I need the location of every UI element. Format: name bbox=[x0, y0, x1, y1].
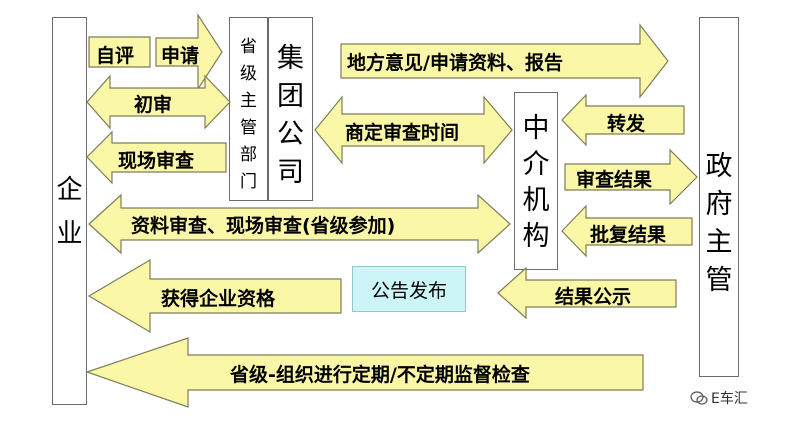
enterprise-box: 企 业 bbox=[52, 17, 87, 405]
apply-label: 申请 bbox=[161, 45, 200, 67]
self-eval-arrow bbox=[88, 36, 151, 68]
watermark: E车汇 bbox=[690, 388, 748, 408]
approval-result-label: 批复结果 bbox=[590, 224, 667, 246]
enterprise-label: 企 业 bbox=[56, 175, 83, 249]
apply-arrow bbox=[155, 12, 223, 92]
government-label: 政 府 主 管 bbox=[705, 151, 733, 296]
negotiate-time-arrow bbox=[314, 95, 513, 165]
review-result-label: 审查结果 bbox=[576, 169, 653, 191]
onsite-review-label: 现场审查 bbox=[118, 150, 195, 172]
supervision-label: 省级-组织进行定期/不定期监督检查 bbox=[230, 364, 530, 386]
approval-result-arrow bbox=[561, 204, 693, 258]
group-company-box: 集 团 公 司 bbox=[268, 17, 313, 201]
onsite-review-arrow bbox=[86, 130, 227, 185]
initial-review-label: 初审 bbox=[134, 94, 173, 116]
forward-arrow bbox=[561, 93, 685, 147]
agency-box: 中 介 机 构 bbox=[514, 92, 558, 270]
group-company-label: 集 团 公 司 bbox=[277, 43, 304, 188]
agency-label: 中 介 机 构 bbox=[522, 113, 550, 252]
obtain-qualification-arrow bbox=[87, 258, 342, 334]
provincial-dept-label: 省 级 主 管 部 门 bbox=[240, 37, 257, 192]
local-opinion-label: 地方意见/申请资料、报告 bbox=[347, 52, 563, 74]
provincial-dept-box: 省 级 主 管 部 门 bbox=[229, 17, 268, 201]
publish-box: 公告发布 bbox=[352, 266, 466, 312]
doc-onsite-review-arrow bbox=[88, 193, 511, 255]
watermark-text: E车汇 bbox=[711, 391, 748, 407]
obtain-qualification-label: 获得企业资格 bbox=[161, 288, 276, 310]
forward-label: 转发 bbox=[607, 113, 646, 135]
local-opinion-arrow bbox=[340, 23, 669, 99]
government-box: 政 府 主 管 bbox=[699, 17, 739, 377]
wechat-icon bbox=[690, 391, 708, 405]
result-publicity-arrow bbox=[497, 266, 677, 320]
doc-onsite-review-label: 资料审查、现场审查(省级参加) bbox=[131, 215, 396, 237]
negotiate-time-label: 商定审查时间 bbox=[345, 122, 460, 144]
review-result-arrow bbox=[564, 148, 698, 206]
initial-review-arrow bbox=[86, 74, 231, 130]
supervision-arrow bbox=[85, 337, 644, 408]
result-publicity-label: 结果公示 bbox=[555, 286, 632, 308]
self-eval-label: 自评 bbox=[96, 45, 135, 67]
